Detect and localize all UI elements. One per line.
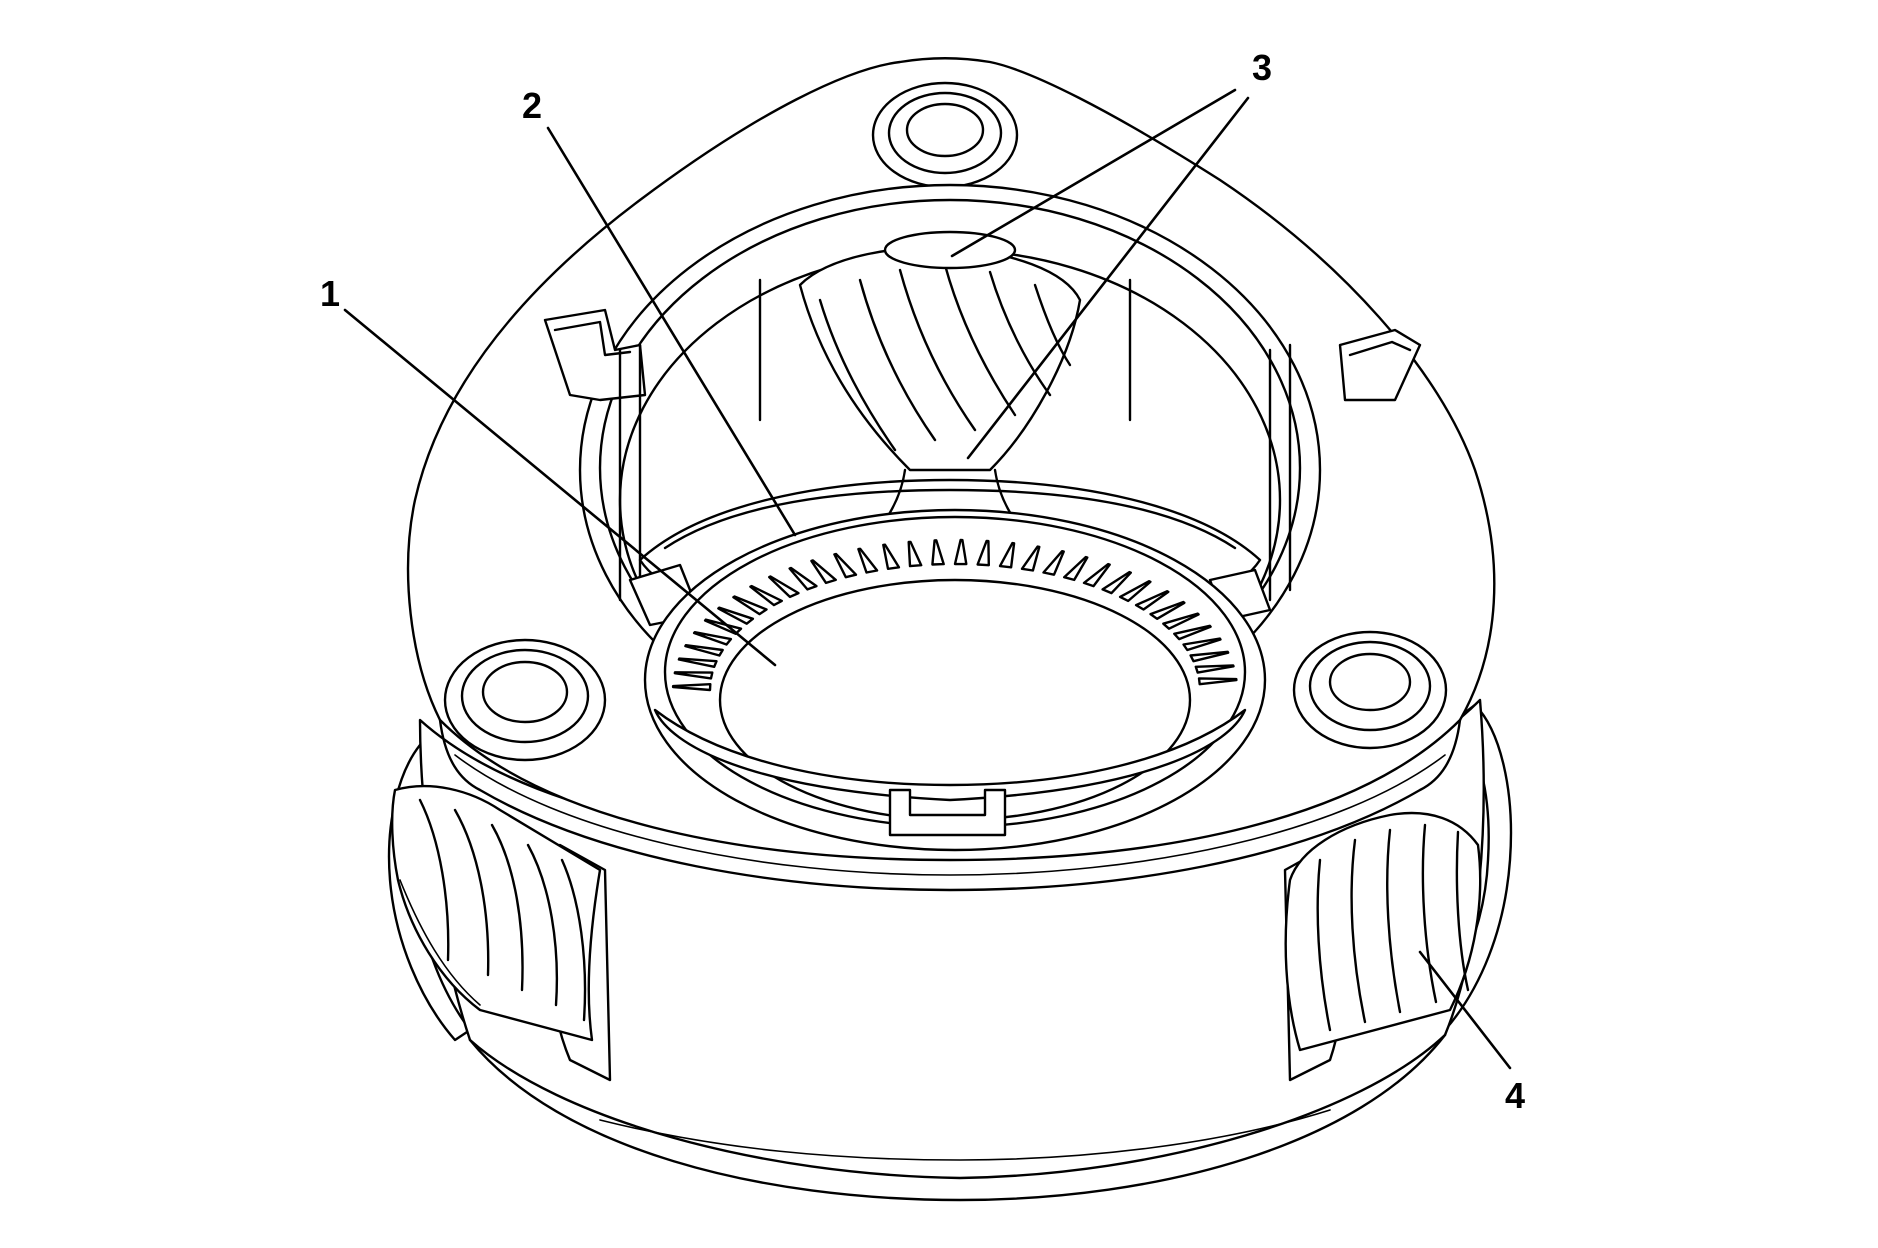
- callout-4: 4: [1505, 1075, 1525, 1116]
- bolt-hole-top: [871, 81, 1019, 189]
- keyway-notch: [888, 788, 1007, 837]
- spline-tooth: [1197, 677, 1238, 686]
- spline-tooth: [673, 671, 714, 680]
- spline-tooth: [684, 644, 724, 657]
- spline-tooth: [1189, 650, 1230, 663]
- spline-tooth: [953, 538, 968, 566]
- spline-tooth: [1194, 664, 1235, 674]
- callout-labels: 1 2 3 4: [320, 47, 1525, 1116]
- spline-tooth: [857, 547, 879, 574]
- spline-tooth: [732, 595, 768, 616]
- spline-tooth: [1118, 580, 1152, 603]
- spline-tooth: [931, 539, 945, 566]
- carrier-side-tabs: [543, 278, 1422, 602]
- spline-tooth: [1173, 624, 1212, 641]
- upper-pinion-gear: [798, 230, 1082, 472]
- spline-tooth: [998, 541, 1016, 569]
- left-pinion-gear: [390, 784, 602, 1042]
- spline-tooth: [1182, 637, 1222, 652]
- spline-tooth: [749, 584, 783, 607]
- spline-tooth: [677, 657, 718, 668]
- right-pinion-gear: [1284, 811, 1482, 1052]
- leader-3b: [966, 96, 1250, 460]
- leader-2: [546, 126, 797, 537]
- bolt-hole-right: [1292, 630, 1448, 750]
- spline-tooth: [1149, 600, 1186, 620]
- spline-teeth: [671, 538, 1238, 692]
- callout-1: 1: [320, 273, 340, 314]
- spline-tooth: [976, 539, 990, 567]
- callout-2: 2: [522, 85, 542, 126]
- spline-tooth: [717, 606, 755, 625]
- bolt-hole-left: [443, 638, 607, 762]
- spline-tooth: [810, 559, 837, 585]
- spline-tooth: [1082, 562, 1111, 588]
- spline-tooth: [1063, 555, 1089, 582]
- callout-leaders: [343, 88, 1512, 1070]
- leader-1: [343, 308, 777, 667]
- spline-tooth: [671, 683, 712, 692]
- spline-tooth: [1162, 612, 1200, 630]
- bore-bottom-notch: [653, 708, 1247, 837]
- spline-tooth: [788, 566, 818, 591]
- spline-tooth: [882, 543, 901, 570]
- spline-tooth: [768, 575, 800, 599]
- callout-3: 3: [1252, 47, 1272, 88]
- leader-3a: [950, 88, 1237, 258]
- spline-tooth: [1042, 550, 1065, 576]
- spline-tooth: [1101, 570, 1132, 595]
- splined-hub: [643, 508, 1267, 852]
- spline-tooth: [692, 631, 733, 646]
- spline-tooth: [1134, 590, 1170, 611]
- spline-tooth: [833, 552, 858, 579]
- leader-4: [1418, 950, 1512, 1070]
- spline-tooth: [907, 540, 923, 568]
- spline-tooth: [1020, 545, 1041, 572]
